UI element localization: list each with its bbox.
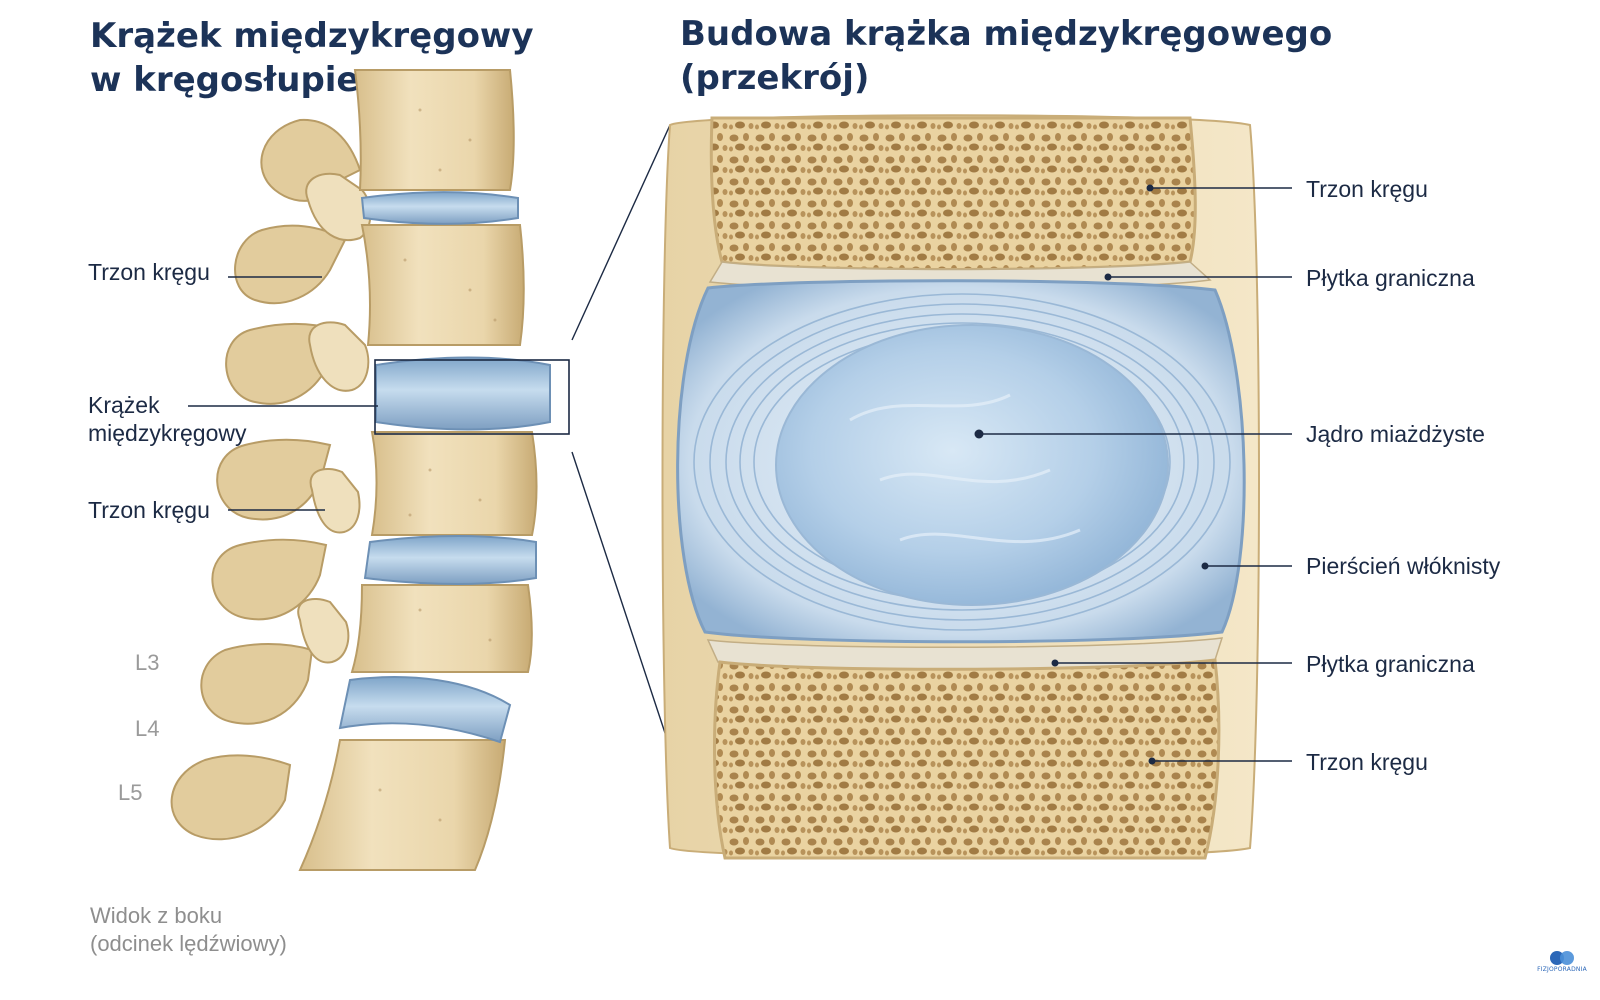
vertebral-bodies <box>298 69 538 871</box>
right-title-line2: (przekrój) <box>680 58 870 98</box>
leader-dots <box>974 184 1209 765</box>
bone-texture <box>378 108 497 822</box>
right-title-line1: Budowa krążka międzykręgowego <box>680 14 1333 54</box>
nucleus-pulposus <box>775 324 1169 606</box>
brand-logo: FIZJOPORADNIA <box>1536 950 1588 973</box>
left-leader-lines <box>188 276 378 511</box>
articular-processes <box>297 172 372 664</box>
label-endplate-bottom: Płytka graniczna <box>1306 651 1475 677</box>
label-endplate-top: Płytka graniczna <box>1306 265 1475 291</box>
left-title-line2: w kręgosłupie <box>90 60 360 100</box>
level-l4: L4 <box>135 716 160 741</box>
label-vertebral-body-lower: Trzon kręgu <box>88 497 210 523</box>
label-disc-line2: międzykręgowy <box>88 420 247 446</box>
disc-cross-section <box>661 114 1292 860</box>
level-l3: L3 <box>135 650 160 675</box>
label-annulus-fibrosus: Pierścień włóknisty <box>1306 553 1501 579</box>
label-vertebral-body-upper: Trzon kręgu <box>88 259 210 285</box>
left-title-line1: Krążek międzykręgowy <box>90 16 534 56</box>
intervertebral-discs <box>338 191 551 744</box>
logo-circles-icon <box>1550 951 1574 965</box>
caption-line2: (odcinek lędźwiowy) <box>90 931 287 956</box>
label-nucleus-pulposus: Jądro miażdżyste <box>1306 421 1485 447</box>
spine-side-view <box>170 69 570 871</box>
label-disc-line1: Krążek <box>88 392 160 418</box>
label-vertebral-body-bottom: Trzon kręgu <box>1306 749 1428 775</box>
zoom-connector-lines <box>571 124 671 743</box>
view-caption: Widok z boku (odcinek lędźwiowy) <box>90 902 287 958</box>
logo-text: FIZJOPORADNIA <box>1537 966 1587 973</box>
caption-line1: Widok z boku <box>90 903 223 928</box>
right-leader-lines <box>979 187 1292 762</box>
level-l5: L5 <box>118 780 143 805</box>
right-title: Budowa krążka międzykręgowego (przekrój) <box>680 12 1332 100</box>
left-title: Krążek międzykręgowy w kręgosłupie <box>90 14 534 102</box>
label-vertebral-body-top: Trzon kręgu <box>1306 176 1428 202</box>
label-intervertebral-disc: Krążek międzykręgowy <box>88 391 247 447</box>
zoom-highlight-box <box>374 359 570 435</box>
